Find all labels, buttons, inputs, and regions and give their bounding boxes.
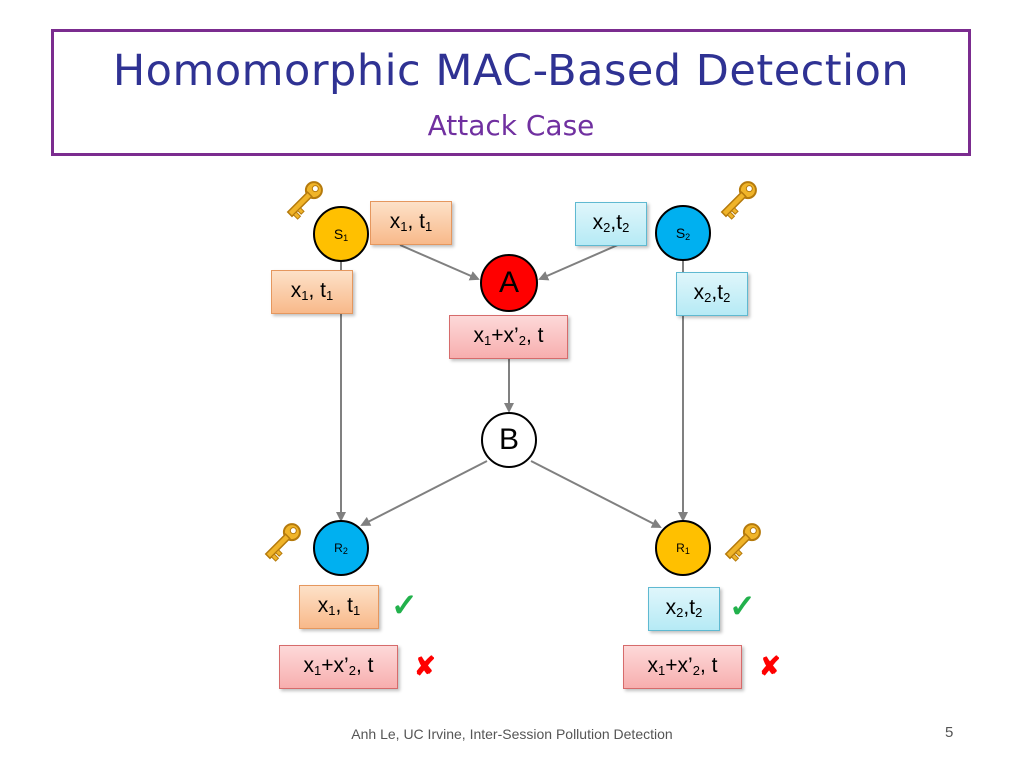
packet-label-s2-top: x2,t2 [575, 202, 647, 246]
title-frame: Homomorphic MAC-Based Detection Attack C… [51, 29, 971, 156]
page-number: 5 [945, 724, 954, 741]
node-s1-subscript: 1 [343, 233, 349, 243]
node-r1-label: R [676, 541, 685, 555]
packet-label-r2-polluted: x1+x’2, t [279, 645, 398, 689]
node-s2: S2 [655, 205, 711, 261]
node-s2-subscript: 2 [685, 232, 691, 242]
node-r1-subscript: 1 [684, 546, 690, 556]
key-icon [720, 181, 757, 220]
check-icon: ✓ [729, 588, 756, 624]
packet-label-r2-valid: x1, t1 [299, 585, 379, 629]
key-icon [264, 523, 301, 562]
node-attacker-a: A [480, 254, 538, 312]
node-s1-label: S [333, 226, 344, 242]
packet-label-s2-side: x2,t2 [676, 272, 748, 316]
node-r2-subscript: 2 [342, 546, 348, 556]
packet-label-r1-valid: x2,t2 [648, 587, 720, 631]
slide-subtitle: Attack Case [427, 109, 595, 142]
packet-label-a-out: x1+x’2, t [449, 315, 568, 359]
key-icon [724, 523, 761, 562]
arrow-s1-to-a [399, 244, 480, 281]
packet-label-s1-side: x1, t1 [271, 270, 353, 314]
key-icon [286, 181, 323, 220]
node-s2-label: S [675, 225, 686, 241]
arrow-s2-to-a [538, 243, 621, 281]
cross-icon: ✘ [759, 651, 781, 681]
node-a-label: A [498, 266, 519, 299]
packet-label-r1-polluted: x1+x’2, t [623, 645, 742, 689]
node-r2: R2 [313, 520, 369, 576]
node-b-label: B [498, 423, 519, 456]
check-icon: ✓ [391, 587, 418, 623]
slide-footer: Anh Le, UC Irvine, Inter-Session Polluti… [351, 726, 673, 742]
cross-icon: ✘ [414, 651, 436, 681]
arrow-b-to-r2 [360, 460, 488, 526]
node-s1: S1 [313, 206, 369, 262]
arrow-b-to-r1 [530, 460, 662, 528]
node-b: B [481, 412, 537, 468]
slide-title: Homomorphic MAC-Based Detection [112, 46, 910, 96]
node-r1: R1 [655, 520, 711, 576]
packet-label-s1-top: x1, t1 [370, 201, 452, 245]
node-r2-label: R [334, 541, 343, 555]
